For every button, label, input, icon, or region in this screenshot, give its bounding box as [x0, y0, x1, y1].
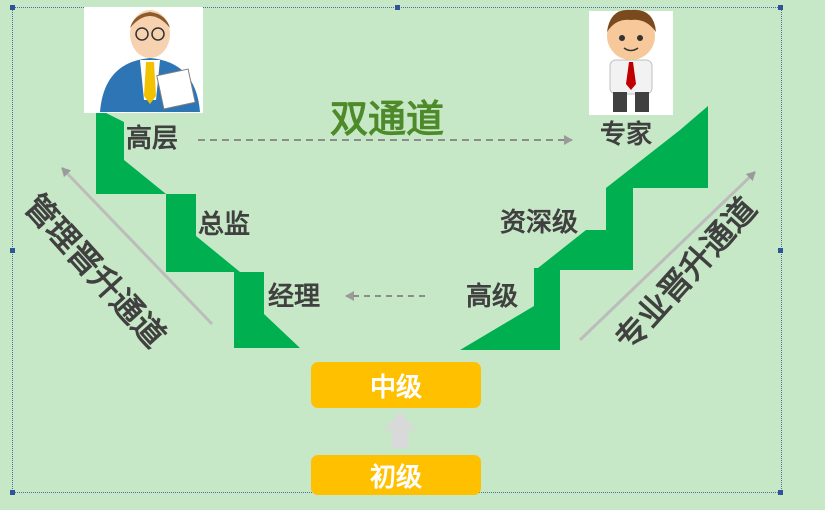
right-staircase	[460, 106, 708, 350]
middle-level-box: 中级	[311, 362, 481, 408]
frame-handle[interactable]	[778, 248, 783, 253]
level-label-advanced: 高级	[466, 282, 519, 312]
frame-handle[interactable]	[395, 5, 400, 10]
level-label-manager: 经理	[268, 282, 321, 312]
level-label-senior-management: 高层	[126, 124, 179, 154]
junior-level-box: 初级	[311, 455, 481, 495]
diagram-title: 双通道	[330, 97, 445, 141]
frame-handle[interactable]	[10, 248, 15, 253]
frame-handle[interactable]	[778, 490, 783, 495]
level-label-director: 总监	[198, 210, 251, 240]
level-label-senior: 资深级	[500, 208, 579, 238]
left-staircase	[96, 108, 300, 348]
expert-icon	[589, 9, 673, 115]
professional-channel-arrow	[578, 170, 757, 342]
frame-handle[interactable]	[10, 5, 15, 10]
management-channel-arrow	[60, 166, 214, 326]
frame-handle[interactable]	[10, 490, 15, 495]
up-arrow-icon	[384, 412, 416, 448]
level-label-expert: 专家	[600, 120, 653, 150]
frame-handle[interactable]	[778, 5, 783, 10]
businessman-icon	[84, 7, 203, 113]
